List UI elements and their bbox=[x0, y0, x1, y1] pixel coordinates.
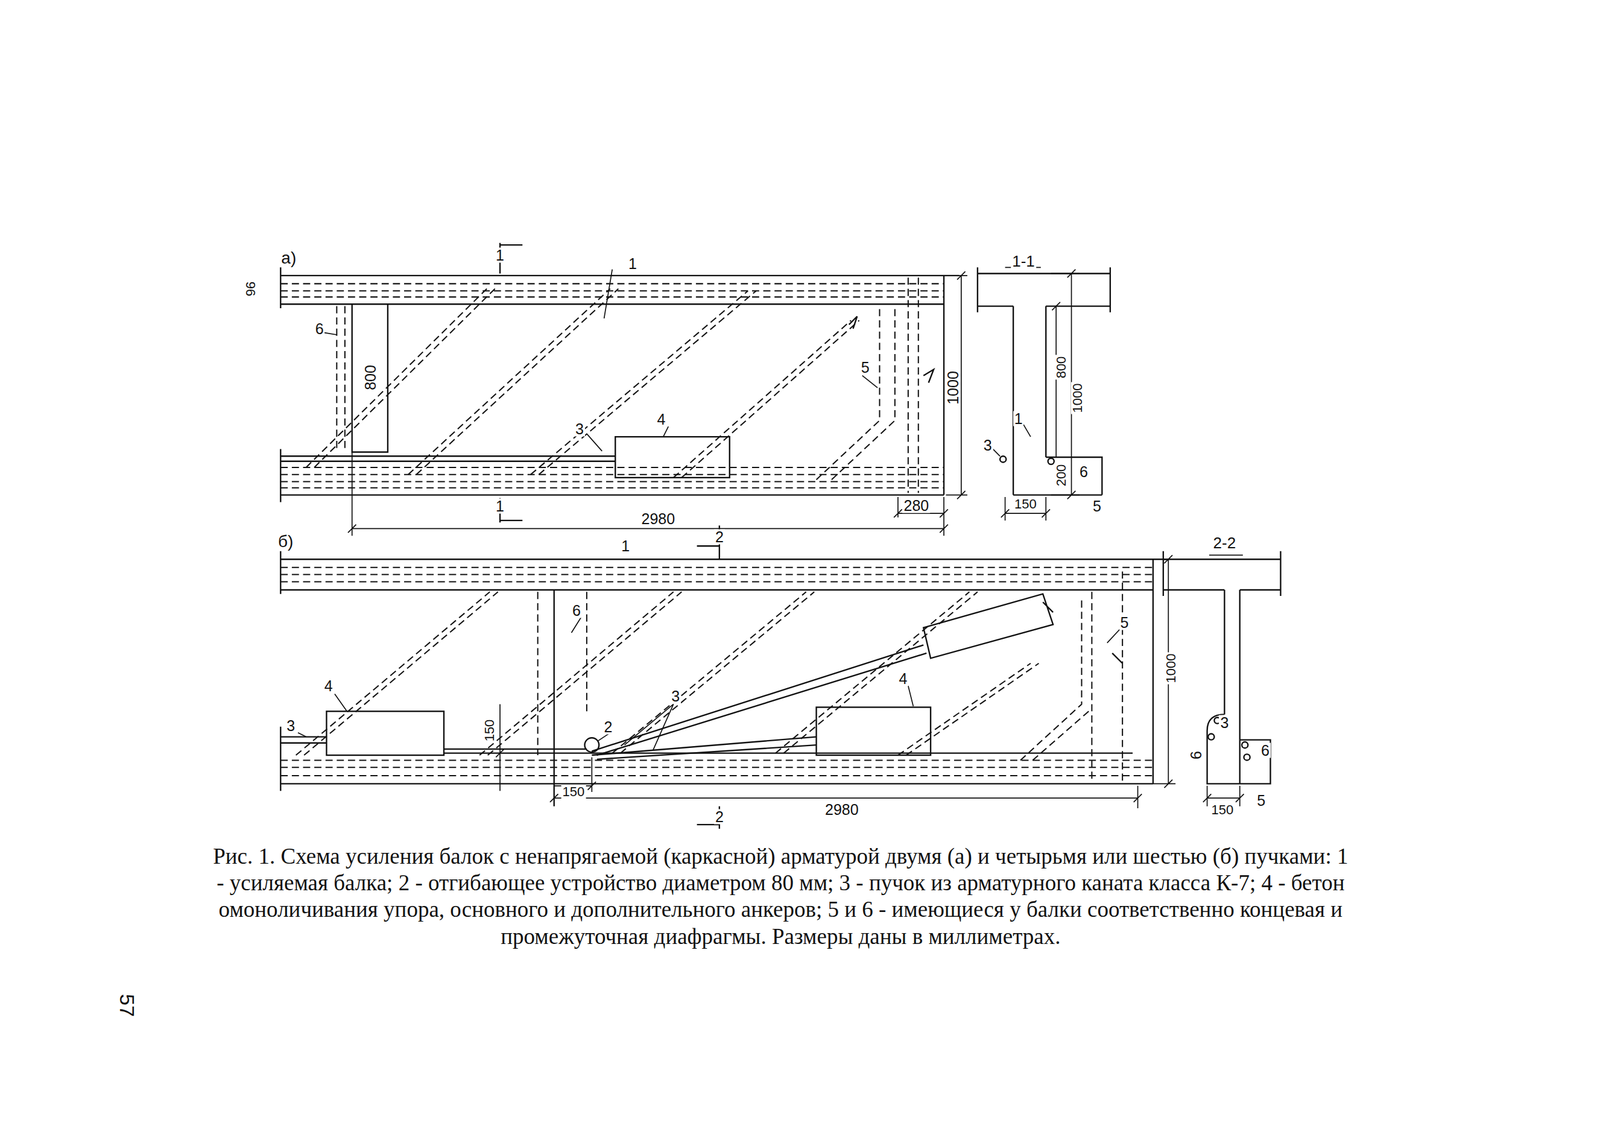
callout-number: 6 bbox=[1188, 749, 1204, 761]
section-mark: 2 bbox=[714, 808, 725, 824]
section-mark: 2 bbox=[714, 528, 725, 544]
callout-number: 6 bbox=[571, 602, 582, 618]
callout-number: 5 bbox=[1255, 792, 1267, 808]
section-2-2 bbox=[1244, 753, 1251, 760]
anchor-concrete bbox=[615, 436, 730, 478]
callout-number: 6 bbox=[1078, 463, 1090, 479]
dimension: 2980 bbox=[640, 510, 677, 526]
section-mark: 1 bbox=[494, 247, 506, 263]
callout-number: 2 bbox=[602, 718, 614, 734]
callout-number: 3 bbox=[285, 717, 297, 733]
dimension: 150 bbox=[1210, 803, 1236, 817]
figure-caption: Рис. 1. Схема усиления балок с ненапряга… bbox=[207, 843, 1354, 951]
callout-number: 5 bbox=[1091, 498, 1103, 514]
anchor-concrete bbox=[923, 594, 1123, 664]
beam-elevation-b bbox=[280, 525, 1176, 829]
callout-number: 4 bbox=[897, 671, 909, 687]
dimension: 150 bbox=[561, 785, 587, 799]
dimension-line bbox=[1001, 269, 1080, 521]
section-mark bbox=[697, 525, 720, 829]
section-mark bbox=[499, 243, 523, 523]
anchor-concrete bbox=[326, 711, 444, 756]
dimension: 1000 bbox=[1164, 652, 1178, 685]
dimension: 1000 bbox=[1071, 381, 1085, 414]
figure-letter: а) bbox=[279, 249, 298, 267]
callout-number: 5 bbox=[1119, 615, 1131, 631]
section-title: 2-2 bbox=[1212, 534, 1238, 551]
section-1-1 bbox=[977, 267, 1111, 521]
beam-elevation-b bbox=[280, 551, 1169, 792]
dimension: 2980 bbox=[823, 801, 861, 817]
callout-number: 6 bbox=[1259, 742, 1271, 758]
dimension: 800 bbox=[1054, 355, 1069, 380]
deflector bbox=[584, 737, 599, 753]
leader-line bbox=[297, 616, 1121, 751]
beam-elevation-a bbox=[280, 283, 944, 488]
page-number: 57 bbox=[116, 992, 138, 1019]
anchor-concrete bbox=[816, 707, 932, 756]
section-1-1 bbox=[1048, 458, 1055, 465]
beam-elevation-a bbox=[280, 267, 959, 502]
section-2-2 bbox=[1207, 733, 1215, 740]
dimension-line bbox=[347, 271, 968, 536]
section-2-2 bbox=[1163, 551, 1281, 785]
beam-elevation-b bbox=[553, 589, 555, 807]
callout-number: 3 bbox=[982, 437, 994, 453]
callout-number: 1 bbox=[619, 538, 631, 554]
callout-number: 5 bbox=[860, 360, 871, 376]
section-mark: 1 bbox=[494, 498, 506, 514]
callout-number: 1 bbox=[627, 255, 639, 271]
callout-number: 3 bbox=[670, 688, 681, 704]
figure-letter: б) bbox=[276, 533, 295, 551]
dimension: 200 bbox=[1054, 463, 1069, 488]
section-2-2 bbox=[1241, 741, 1248, 748]
leader-line bbox=[992, 267, 1041, 456]
beam-elevation-a bbox=[306, 277, 919, 493]
dimension: 150 bbox=[1013, 497, 1038, 511]
callout-number: 6 bbox=[314, 320, 326, 336]
section-title: 1-1 bbox=[1010, 253, 1037, 269]
section-1-1 bbox=[999, 455, 1006, 462]
dimension: 150 bbox=[483, 718, 497, 744]
section-2-2 bbox=[1163, 551, 1281, 807]
beam-elevation-a bbox=[280, 243, 968, 537]
tendon bbox=[280, 644, 927, 760]
dimension-line bbox=[352, 303, 388, 452]
dimension-line bbox=[495, 554, 1176, 809]
dimension: 280 bbox=[902, 497, 931, 513]
leader-line bbox=[324, 269, 878, 452]
dimension: 1000 bbox=[945, 369, 961, 406]
beam-elevation-b bbox=[296, 591, 1090, 760]
beam-elevation-b bbox=[280, 567, 1154, 782]
callout-number: 4 bbox=[323, 678, 335, 694]
callout-number: 3 bbox=[574, 420, 585, 437]
section-1-1 bbox=[977, 267, 1111, 495]
dimension: 800 bbox=[363, 363, 379, 392]
callout-number: 3 bbox=[1218, 714, 1230, 730]
dimension-line bbox=[1203, 554, 1245, 806]
callout-number: 1 bbox=[1013, 410, 1025, 426]
beam-elevation-a bbox=[849, 316, 934, 383]
page-mark: 96 bbox=[243, 280, 257, 298]
callout-number: 4 bbox=[655, 411, 667, 427]
